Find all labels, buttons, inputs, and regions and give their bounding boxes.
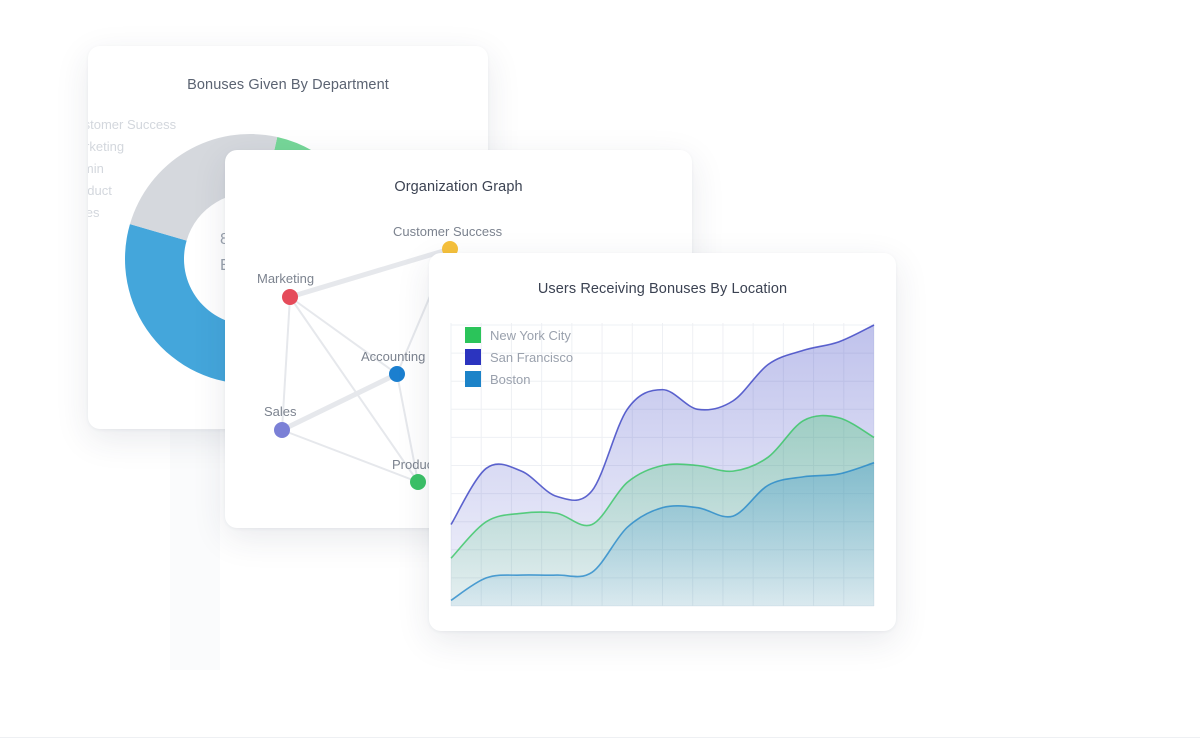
graph-node-label: Marketing — [257, 271, 314, 286]
donut-slice-product — [125, 224, 254, 384]
graph-node-label: Accounting — [361, 349, 425, 364]
organization-graph: Customer SuccessMarketingAccountingSales… — [257, 224, 503, 490]
donut-legend-label: Customer Success — [88, 117, 177, 132]
graph-edge — [289, 246, 451, 300]
graph-edge — [396, 373, 419, 483]
graph-node-label: Product — [392, 457, 437, 472]
graph-edge — [281, 429, 419, 483]
donut-legend-label: Admin — [88, 161, 104, 176]
donut-chart-title: Bonuses Given By Department — [187, 77, 389, 93]
area-line-san-francisco — [450, 324, 875, 525]
area-legend-label: New York City — [490, 328, 571, 343]
graph-node-marketing — [282, 289, 298, 305]
donut-legend-label: Marketing — [88, 139, 124, 154]
shadow-strip — [170, 430, 220, 670]
graph-edge — [281, 296, 291, 431]
donut-legend-label: Product — [88, 183, 112, 198]
donut-center-text: 8 — [220, 231, 229, 248]
area-chart-title: Users Receiving Bonuses By Location — [537, 281, 788, 297]
donut-legend-label: Sales — [88, 205, 100, 220]
area-line-new-york-city — [450, 414, 875, 559]
page-bottom-rule — [0, 737, 1200, 738]
area-legend-swatch — [465, 327, 481, 343]
area-legend-label: San Francisco — [490, 350, 573, 365]
graph-node-product — [410, 474, 426, 490]
area-legend-label: Boston — [490, 372, 530, 387]
organization-graph-title: Organization Graph — [394, 179, 523, 195]
area-line-boston — [450, 461, 875, 602]
area-legend-swatch — [465, 371, 481, 387]
area-chart-card: Users Receiving Bonuses By Location New … — [429, 253, 896, 631]
area-fill-boston — [451, 462, 874, 606]
graph-node-label: Sales — [264, 404, 297, 419]
graph-edge — [289, 296, 419, 483]
graph-edge — [280, 371, 399, 433]
graph-edge — [289, 296, 398, 375]
graph-node-sales — [274, 422, 290, 438]
graph-node-accounting — [389, 366, 405, 382]
graph-node-label: Customer Success — [393, 224, 503, 239]
area-legend-swatch — [465, 349, 481, 365]
